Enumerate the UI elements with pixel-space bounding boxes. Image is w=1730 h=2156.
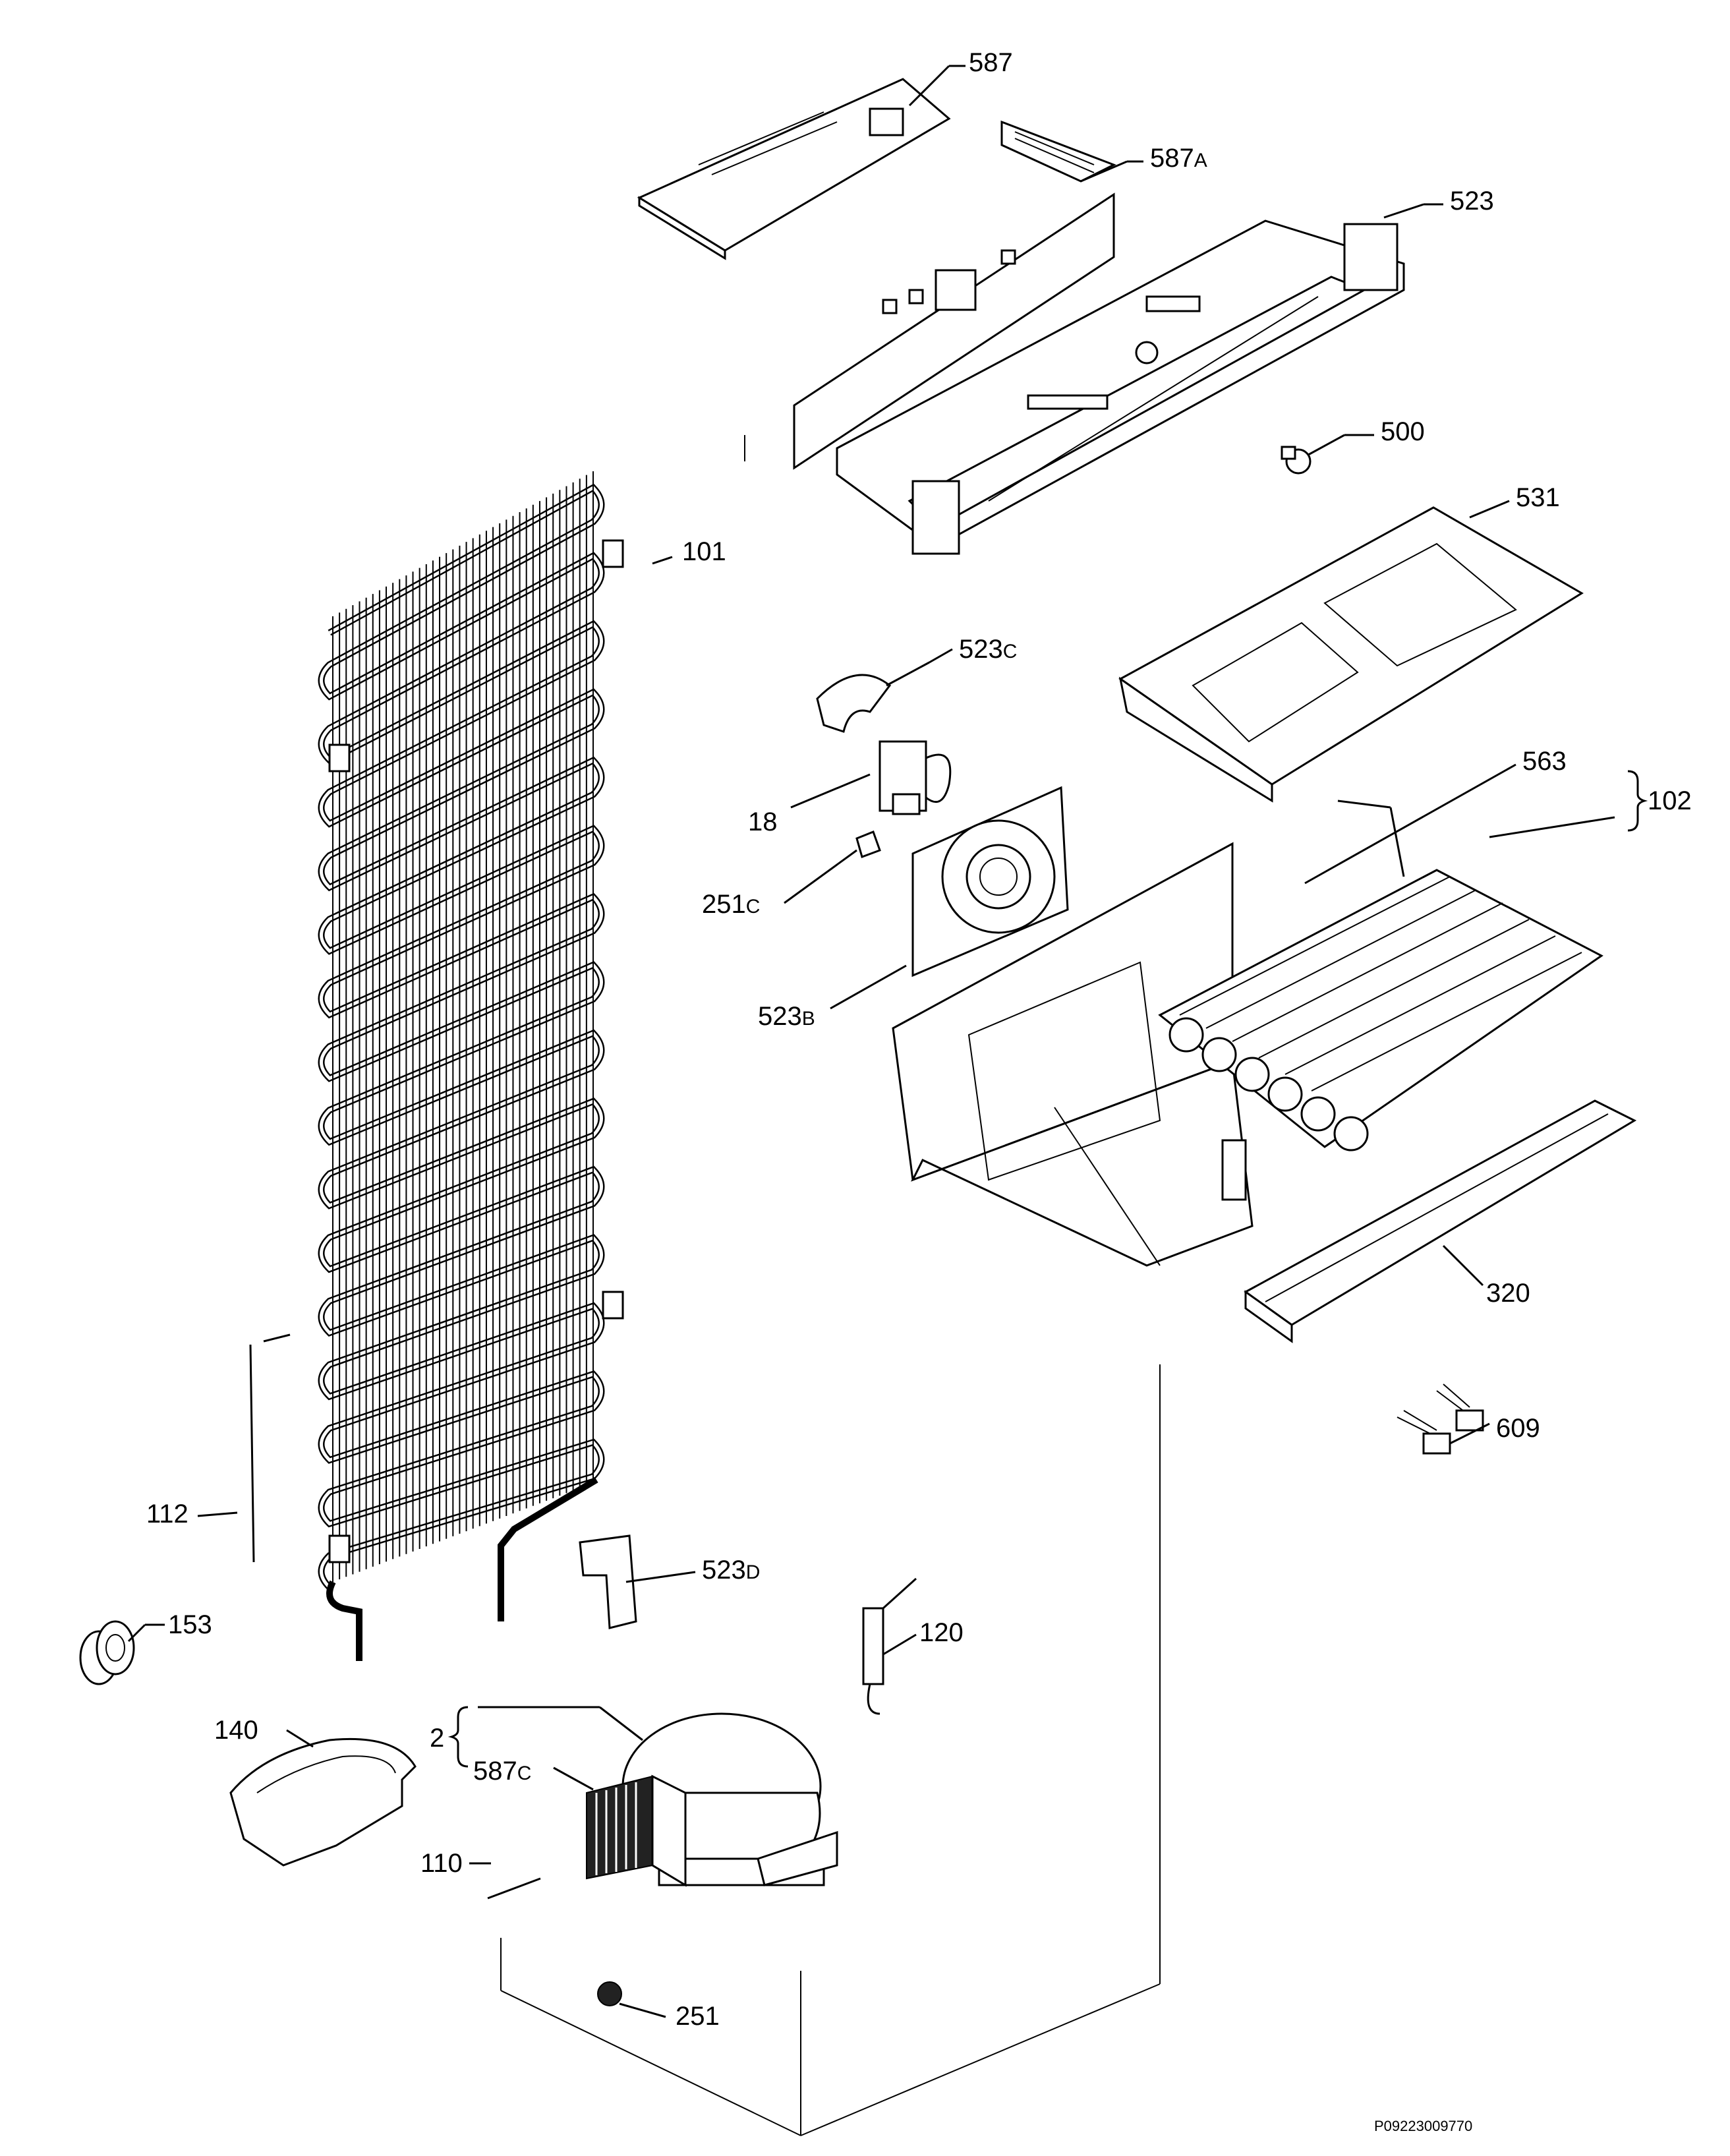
label-251: 251	[676, 2002, 720, 2031]
part-18-fan-motor	[879, 740, 952, 815]
part-140-drip-tray	[229, 1737, 417, 1867]
label-609: 609	[1496, 1414, 1540, 1443]
part-563-evaporator-coil	[1158, 800, 1603, 1151]
condenser-bracket	[602, 1291, 624, 1320]
part-523b-fan-shroud	[911, 786, 1069, 977]
label-140: 140	[214, 1716, 258, 1745]
part-251-nut	[597, 1981, 622, 2006]
part-101-condenser	[318, 471, 624, 1661]
leader-lines	[127, 65, 1648, 2018]
part-587a-display-board	[793, 120, 1116, 470]
label-587: 587	[969, 48, 1013, 77]
part-587c-starter	[586, 1774, 687, 1887]
condenser-bracket	[328, 1534, 351, 1563]
part-102-evaporator-assembly	[892, 842, 1254, 1267]
label-500: 500	[1381, 417, 1425, 446]
reference-code: P09223009770	[1374, 2118, 1472, 2134]
label-523b: 523B	[758, 1002, 815, 1031]
part-523d-clip	[579, 1534, 637, 1629]
condenser-bracket	[602, 539, 624, 568]
label-101: 101	[682, 537, 726, 566]
label-251c: 251C	[702, 890, 760, 919]
label-587c: 587C	[473, 1757, 531, 1786]
part-500-knob	[1281, 446, 1312, 475]
label-563: 563	[1522, 747, 1567, 776]
label-102: 102	[1648, 786, 1692, 815]
label-112: 112	[146, 1500, 188, 1529]
label-531: 531	[1516, 483, 1560, 512]
label-523d: 523D	[702, 1556, 760, 1585]
label-110: 110	[420, 1849, 463, 1878]
cabinet-outline	[500, 435, 1161, 2136]
part-labels: 587 587A 523 500 531 101 523C 18 251C 52…	[146, 48, 1692, 2031]
condenser-bracket	[328, 743, 351, 772]
part-120-relay	[862, 1577, 917, 1715]
label-320: 320	[1486, 1279, 1530, 1308]
label-587a: 587A	[1150, 144, 1207, 173]
part-110-pin	[487, 1877, 541, 1900]
label-523c: 523C	[959, 635, 1017, 664]
part-609-connectors	[1397, 1384, 1484, 1455]
part-112-pipe	[249, 1333, 291, 1563]
part-523c-bracket	[816, 674, 892, 733]
part-523-control-housing	[836, 219, 1405, 555]
part-251c-block	[855, 830, 881, 858]
condenser-inlet-pipe	[498, 1476, 598, 1621]
label-2: 2	[430, 1724, 444, 1753]
condenser-outlet-pipe	[326, 1580, 362, 1661]
label-153: 153	[168, 1610, 212, 1639]
part-531-evaporator-cover	[1118, 506, 1584, 803]
label-18: 18	[748, 807, 778, 836]
part-153-grommet	[79, 1620, 135, 1685]
part-320-front-rail	[1244, 1099, 1637, 1343]
label-523: 523	[1450, 187, 1494, 216]
part-587-control-board	[637, 78, 951, 260]
label-120: 120	[919, 1618, 964, 1647]
